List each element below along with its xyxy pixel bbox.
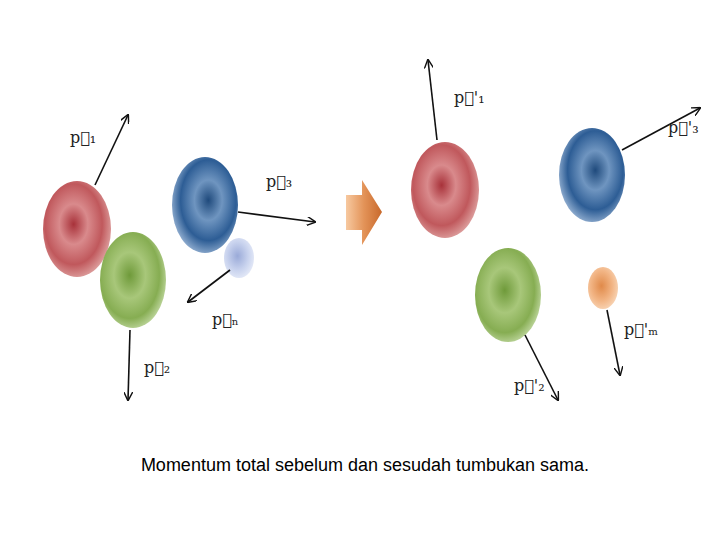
vector-label: p⃗₃ bbox=[266, 172, 292, 191]
momentum-vector bbox=[607, 310, 620, 375]
vector-label: p⃗ₙ bbox=[212, 310, 239, 329]
transition-arrow bbox=[346, 180, 382, 245]
vector-label: p⃗'ₘ bbox=[624, 320, 658, 339]
momentum-vector bbox=[238, 212, 315, 222]
red-ball bbox=[411, 142, 479, 238]
green-ball bbox=[100, 232, 166, 328]
momentum-vector bbox=[128, 330, 130, 400]
momentum-vector bbox=[428, 60, 437, 140]
momentum-vector bbox=[188, 270, 230, 302]
vector-label: p⃗₁ bbox=[70, 128, 96, 147]
momentum-vector bbox=[622, 108, 700, 150]
caption: Momentum total sebelum dan sesudah tumbu… bbox=[141, 455, 589, 476]
vector-label: p⃗₂ bbox=[144, 358, 170, 377]
vector-label: p⃗'₁ bbox=[454, 88, 485, 107]
red-ball bbox=[43, 181, 111, 277]
green-ball bbox=[475, 248, 541, 342]
small-ball bbox=[588, 267, 618, 309]
momentum-vector bbox=[95, 115, 128, 185]
vector-label: p⃗'₂ bbox=[514, 376, 545, 395]
blue-ball bbox=[559, 128, 625, 222]
blue-ball bbox=[172, 157, 238, 253]
vector-label: p⃗'₃ bbox=[668, 118, 699, 137]
